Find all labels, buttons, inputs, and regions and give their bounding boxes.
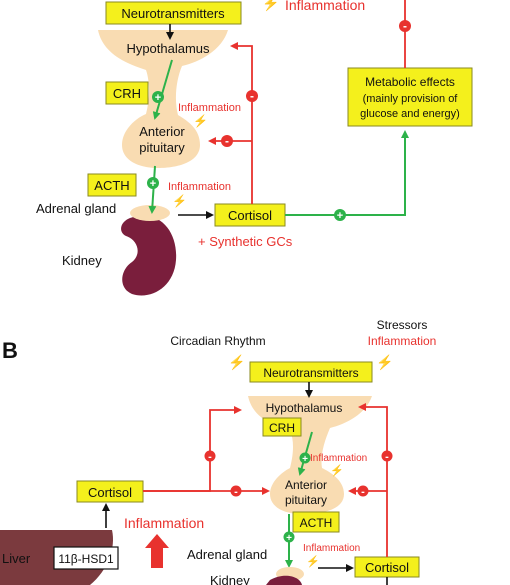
hypothalamus-label: Hypothalamus <box>126 41 210 56</box>
inflammation-acth-label: Inflammation <box>168 181 231 193</box>
acth-box <box>87 173 137 197</box>
synthetic-gcs-label: + Synthetic GCs <box>198 234 293 249</box>
feedback-left-to-hypothalamus <box>143 406 242 492</box>
plus-icon <box>283 531 295 543</box>
minus-icon <box>246 90 258 102</box>
minus-icon <box>221 135 233 147</box>
hsd-label: 11β-HSD1 <box>58 552 114 566</box>
inflammation-crh-label: Inflammation <box>178 102 241 114</box>
cortisol-left-label: Cortisol <box>88 485 132 500</box>
metabolic-effects-box <box>347 67 473 127</box>
feedback-to-hypothalamus <box>230 42 253 204</box>
acth-label: ACTH <box>94 178 129 193</box>
kidney-label-b: Kidney <box>210 573 250 585</box>
lightning-icon: ⚡ <box>306 555 320 568</box>
anterior-label: Anterior <box>139 124 185 139</box>
cortisol-right-label: Cortisol <box>365 560 409 575</box>
hsd-box <box>53 546 119 570</box>
minus-icon-glyph: - <box>385 451 389 463</box>
minus-icon <box>357 485 369 497</box>
crh-label-b: CRH <box>269 421 295 435</box>
crh-box-b <box>262 417 302 437</box>
neurotransmitters-box <box>105 1 242 25</box>
acth-label-b: ACTH <box>300 516 333 530</box>
plus-icon <box>334 209 346 221</box>
inflammation-top-label: Inflammation <box>285 0 365 13</box>
plus-icon-glyph: + <box>337 210 343 222</box>
lightning-icon: ⚡ <box>228 354 245 371</box>
minus-icon-glyph: - <box>225 134 229 148</box>
feedback-right-to-hypothalamus <box>358 403 388 557</box>
panel-a: Neurotransmitters ⚡ Inflammation Hypotha… <box>36 0 473 296</box>
adrenal-shape <box>130 205 170 221</box>
minus-icon <box>204 450 216 462</box>
cortisol-to-metabolic-arrow <box>285 130 409 216</box>
panel-b: B Circadian Rhythm ⚡ Stressors Inflammat… <box>0 318 436 585</box>
minus-icon <box>399 20 411 32</box>
kidney-shape-b <box>266 575 302 585</box>
lightning-icon: ⚡ <box>376 354 393 371</box>
inflammation-acth-label-b: Inflammation <box>303 543 360 554</box>
plus-icon <box>147 177 159 189</box>
pituitary-label-b: pituitary <box>285 493 327 507</box>
adrenal-gland-label: Adrenal gland <box>36 201 116 216</box>
plus-icon-glyph: + <box>155 92 161 104</box>
anterior-label-b: Anterior <box>285 478 327 492</box>
plus-icon <box>152 91 164 103</box>
minus-icon-glyph: - <box>361 486 365 498</box>
acth-green-arrow <box>148 165 157 214</box>
crh-label: CRH <box>113 86 141 101</box>
plus-icon-glyph: + <box>150 178 156 190</box>
minus-icon <box>230 485 242 497</box>
panel-b-label: B <box>2 338 18 363</box>
minus-icon-glyph: - <box>250 89 254 103</box>
neurotransmitters-label: Neurotransmitters <box>121 6 225 21</box>
crh-box <box>105 81 149 105</box>
kidney-shape <box>121 215 177 296</box>
plus-icon-glyph: + <box>302 454 308 465</box>
hypothalamus-label-b: Hypothalamus <box>266 401 343 415</box>
plus-icon-glyph: + <box>286 533 292 544</box>
metabolic-title: Metabolic effects <box>365 75 455 89</box>
metabolic-line1: (mainly provision of <box>363 93 459 105</box>
crh-green-arrow <box>152 59 173 120</box>
minus-icon-glyph: - <box>208 451 212 463</box>
minus-icon-glyph: - <box>403 19 407 33</box>
liver-label: Liver <box>2 551 31 566</box>
inflammation-crh-label-b: Inflammation <box>310 453 367 464</box>
neurotransmitters-label-b: Neurotransmitters <box>263 366 358 380</box>
cortisol-label: Cortisol <box>228 208 272 223</box>
lightning-icon: ⚡ <box>172 194 187 208</box>
acth-box-b <box>292 511 340 533</box>
circadian-label: Circadian Rhythm <box>170 334 265 348</box>
minus-icon <box>381 450 393 462</box>
inflammation-liver-label: Inflammation <box>124 515 204 531</box>
plus-icon <box>299 452 311 464</box>
up-arrow-icon <box>145 534 169 568</box>
stressors-label: Stressors <box>377 318 428 332</box>
neurotransmitters-box-b <box>249 361 373 383</box>
metabolic-line2: glucose and energy) <box>360 108 460 120</box>
lightning-icon: ⚡ <box>262 0 279 12</box>
pituitary-label: pituitary <box>139 140 185 155</box>
lightning-icon: ⚡ <box>330 464 344 477</box>
kidney-label: Kidney <box>62 253 102 268</box>
minus-icon-glyph: - <box>234 486 238 498</box>
adrenal-gland-label-b: Adrenal gland <box>187 547 267 562</box>
lightning-icon: ⚡ <box>193 114 208 128</box>
inflammation-stress-label: Inflammation <box>368 334 437 348</box>
